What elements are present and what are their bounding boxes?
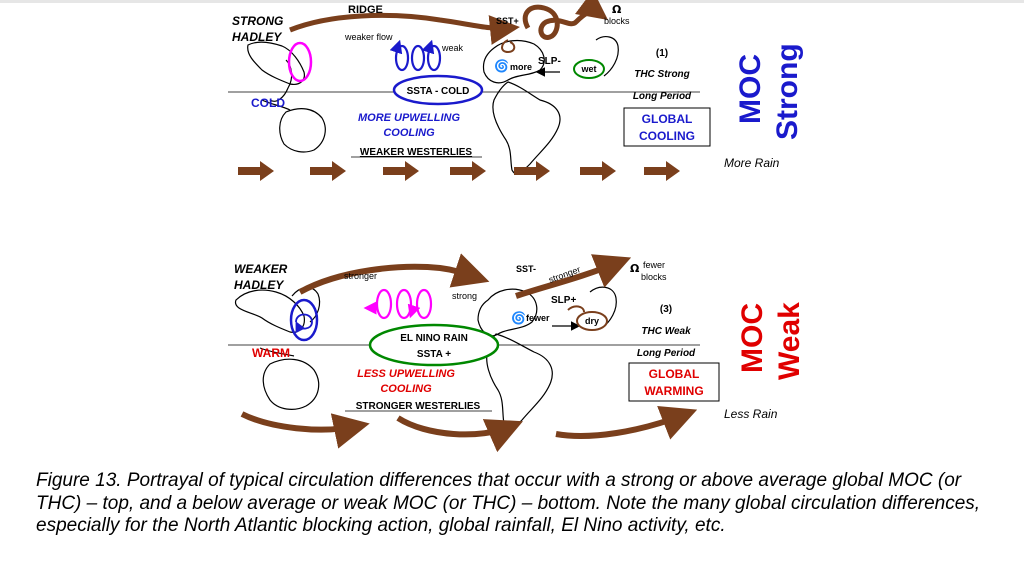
- bottom-stronger-arrow: [298, 253, 490, 295]
- top-walker-loops: [389, 39, 442, 72]
- bottom-el-nino-label-1: EL NINO RAIN: [400, 333, 468, 344]
- top-hadley-label-2: HADLEY: [232, 30, 282, 44]
- top-moc-label: MOC: [734, 54, 767, 124]
- figure-caption: Figure 13. Portrayal of typical circulat…: [36, 470, 981, 536]
- page-top-bar: [0, 0, 1024, 3]
- bottom-fewer-blocks-label-2: blocks: [641, 272, 667, 282]
- top-hadley-ellipse: [287, 41, 313, 83]
- top-weaker-flow-label: weaker flow: [344, 32, 393, 42]
- top-westerly-arrow-4: [450, 161, 486, 181]
- bottom-westerly-arrows: [240, 405, 698, 453]
- top-global-box: [623, 107, 711, 147]
- bottom-asia-outline: [234, 289, 305, 333]
- bottom-thc-label: THC Weak: [641, 326, 691, 337]
- bottom-hadley-ellipse: [289, 298, 319, 342]
- top-westerly-arrow-2: [310, 161, 346, 181]
- moc-circulation-diagram: RIDGE STRONG HADLEY weaker flow weak SST…: [228, 0, 806, 453]
- top-upwelling-label-1: MORE UPWELLING: [358, 112, 460, 124]
- top-westerly-arrows: [238, 161, 680, 181]
- top-wet-label: wet: [580, 64, 596, 74]
- bottom-global-label-1: GLOBAL: [649, 367, 700, 381]
- bottom-panel-number: (3): [660, 304, 672, 315]
- top-weak-label: weak: [441, 43, 464, 53]
- bottom-warm-label: WARM: [252, 346, 290, 360]
- bottom-sst-label: SST-: [516, 264, 536, 274]
- bottom-global-box: [628, 362, 720, 402]
- top-rain-label: More Rain: [724, 156, 780, 170]
- bottom-westerly-arrow-1: [240, 411, 370, 449]
- top-westerly-arrow-6: [580, 161, 616, 181]
- top-hadley-label-1: STRONG: [232, 14, 283, 28]
- bottom-hurricane-icon: 🌀: [511, 310, 526, 325]
- bottom-australia-outline: [262, 358, 320, 410]
- top-global-label-1: GLOBAL: [642, 112, 693, 126]
- bottom-slp-label: SLP+: [551, 295, 576, 306]
- top-upwelling-label-2: COOLING: [383, 127, 435, 139]
- top-slp-label: SLP-: [538, 56, 561, 67]
- bottom-moc-label: MOC: [736, 303, 769, 373]
- top-sst-swirl: [501, 39, 516, 54]
- top-ssta-ellipse: [392, 74, 484, 106]
- top-panel-number: (1): [656, 48, 668, 59]
- bottom-fewer-blocks-label-1: fewer: [643, 260, 665, 270]
- bottom-atlantic-arrow: [515, 254, 632, 299]
- bottom-global-label-2: WARMING: [644, 384, 703, 398]
- bottom-upwelling-label-1: LESS UPWELLING: [357, 368, 455, 380]
- top-period-label: Long Period: [633, 91, 692, 102]
- top-global-label-2: COOLING: [639, 129, 695, 143]
- bottom-hadley-label-1: WEAKER: [234, 262, 288, 276]
- top-westerly-arrow-7: [644, 161, 680, 181]
- bottom-period-label: Long Period: [637, 348, 696, 359]
- top-omega-symbol: Ω: [612, 3, 622, 16]
- bottom-el-nino-ellipse: [368, 323, 500, 367]
- bottom-slp-swirl: [567, 305, 585, 313]
- bottom-rain-label: Less Rain: [724, 407, 778, 421]
- top-wet-ellipse: [573, 59, 605, 79]
- bottom-westerlies-label: STRONGER WESTERLIES: [356, 401, 481, 412]
- top-indonesia-outline: [261, 99, 291, 111]
- top-asia-outline: [247, 41, 305, 85]
- bottom-moc-strength-label: Weak: [773, 302, 806, 380]
- bottom-westerly-arrow-2: [396, 415, 523, 453]
- top-australia-outline: [279, 108, 326, 153]
- top-ridge-arrow: [289, 12, 520, 45]
- top-westerlies-label: WEAKER WESTERLIES: [360, 147, 473, 158]
- top-cold-label: COLD: [251, 96, 285, 110]
- top-more-label: more: [510, 62, 532, 72]
- top-hurricane-icon: 🌀: [494, 58, 509, 73]
- bottom-walker-loops: [363, 288, 433, 320]
- top-moc-strength-label: Strong: [771, 43, 804, 140]
- top-westerly-arrow-1: [238, 161, 274, 181]
- bottom-panel: WEAKER HADLEY stronger strong SST- stron…: [228, 253, 806, 453]
- top-europe-outline: [595, 36, 619, 77]
- bottom-westerly-arrow-3: [555, 405, 698, 440]
- top-sst-label: SST+: [496, 16, 519, 26]
- top-panel: RIDGE STRONG HADLEY weaker flow weak SST…: [228, 0, 804, 181]
- top-thc-label: THC Strong: [634, 69, 690, 80]
- top-omega-arrow: [522, 0, 609, 40]
- bottom-upwelling-label-2: COOLING: [380, 383, 432, 395]
- bottom-fewer-label: fewer: [526, 313, 550, 323]
- bottom-hadley-loop: [295, 313, 313, 334]
- top-westerly-arrow-3: [383, 161, 419, 181]
- bottom-stronger-label: stronger: [344, 271, 377, 281]
- bottom-dry-label: dry: [585, 316, 599, 326]
- top-ssta-label: SSTA - COLD: [407, 86, 470, 97]
- bottom-el-nino-label-2: SSTA +: [417, 349, 451, 360]
- top-westerly-arrow-5: [514, 161, 550, 181]
- top-blocks-label: blocks: [604, 16, 630, 26]
- bottom-hadley-label-2: HADLEY: [234, 278, 284, 292]
- bottom-omega-symbol: Ω: [630, 262, 640, 275]
- bottom-indonesia-outline: [259, 347, 295, 357]
- top-north-america-outline: [482, 39, 545, 84]
- top-south-america-outline: [492, 81, 561, 175]
- bottom-dry-ellipse: [576, 311, 608, 331]
- bottom-strong-label: strong: [452, 291, 477, 301]
- bottom-europe-outline: [589, 286, 617, 329]
